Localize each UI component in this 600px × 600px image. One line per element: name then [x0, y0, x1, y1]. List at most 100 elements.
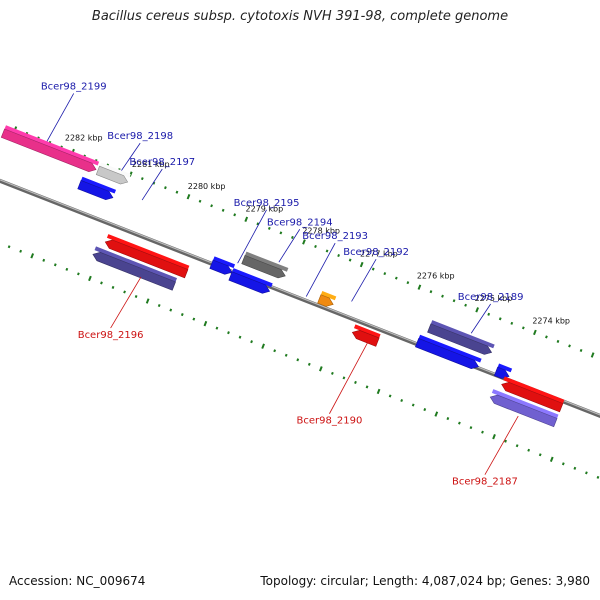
gene-label: Bcer98_2196 [78, 330, 144, 341]
gene-label: Bcer98_2187 [452, 477, 518, 488]
lower-ruler-tick [423, 408, 427, 412]
upper-ruler-tick [590, 352, 595, 358]
upper-ruler-tick [152, 181, 156, 185]
lower-ruler-tick [319, 366, 323, 372]
upper-ruler-tick [337, 253, 340, 258]
scale-label: 2280 kbp [188, 182, 226, 191]
upper-ruler-tick [533, 329, 537, 336]
scale-label: 2275 kbp [475, 294, 513, 303]
gene-top-face [99, 162, 131, 178]
accession-text: Accession: NC_009674 [9, 574, 146, 588]
leader-line [351, 258, 377, 302]
upper-ruler-tick [291, 235, 294, 239]
upper-ruler-tick [429, 290, 433, 294]
gene-arrow [317, 294, 334, 307]
lower-ruler-tick [504, 439, 507, 443]
lower-ruler-tick [481, 430, 484, 434]
gene-top-face [353, 324, 381, 338]
lower-ruler-tick [515, 444, 519, 448]
gene-top-face [213, 256, 236, 269]
lower-ruler-tick [342, 376, 346, 380]
backbone-line [0, 178, 600, 419]
lower-ruler-tick [561, 462, 565, 466]
upper-ruler-tick [210, 204, 213, 208]
upper-ruler-tick [198, 199, 202, 203]
gene-top-face [245, 251, 289, 272]
gene-top-face [320, 291, 337, 301]
scale-label: 2277 kbp [360, 249, 398, 258]
lower-ruler-tick [134, 294, 138, 299]
upper-ruler-tick [233, 213, 237, 217]
gene-top-face [418, 334, 482, 363]
leader-line [278, 229, 301, 263]
gene-arrow [501, 382, 564, 413]
upper-ruler-tick [244, 216, 249, 223]
lower-ruler-tick [53, 263, 57, 267]
gene-arrow [95, 165, 129, 185]
lower-ruler-tick [227, 331, 230, 335]
leader-line [329, 341, 369, 414]
upper-ruler-tick [302, 239, 306, 245]
lower-ruler-tick [376, 388, 381, 395]
lower-ruler-tick [296, 358, 300, 362]
upper-ruler-tick [371, 267, 375, 271]
lower-ruler-tick [331, 371, 334, 375]
upper-ruler-tick [487, 312, 491, 316]
gene-top-face [503, 376, 565, 404]
gene-label: Bcer98_2194 [267, 217, 333, 228]
lower-ruler-tick [215, 326, 219, 330]
upper-ruler-tick [175, 190, 179, 194]
lower-ruler-tick [549, 456, 554, 462]
upper-ruler-tick [221, 208, 225, 212]
gene-arrow [104, 239, 189, 279]
lower-ruler-tick [573, 466, 577, 470]
upper-ruler-tick [267, 226, 271, 230]
gene-label: Bcer98_2189 [458, 292, 524, 303]
map-title: Bacillus cereus subsp. cytotoxis NVH 391… [91, 9, 509, 24]
upper-ruler-tick [383, 272, 387, 276]
upper-ruler-tick [441, 294, 444, 298]
lower-ruler-tick [88, 275, 92, 282]
scale-label: 2274 kbp [532, 317, 570, 326]
upper-ruler-tick [568, 344, 571, 348]
gene-arrow [92, 252, 176, 291]
lower-ruler-tick [400, 398, 404, 403]
lower-ruler-tick [250, 340, 253, 344]
leader-line [305, 242, 336, 297]
lower-ruler-tick [123, 290, 126, 294]
lower-ruler-tick [30, 253, 35, 259]
upper-ruler-tick [510, 321, 514, 325]
upper-ruler-tick [256, 222, 260, 226]
gene-arrow [415, 338, 479, 370]
upper-ruler-tick [545, 335, 548, 339]
gene-top-face [94, 246, 178, 282]
upper-ruler-tick [406, 281, 410, 285]
upper-ruler-tick [417, 284, 422, 290]
lower-ruler-tick [585, 471, 588, 475]
lower-ruler-tick [354, 380, 357, 384]
lower-ruler-tick [42, 258, 46, 262]
gene-arrow [209, 259, 233, 275]
gene-top-face [491, 389, 559, 419]
upper-ruler-tick [579, 348, 583, 353]
upper-ruler-tick [498, 317, 502, 321]
scale-label: 2282 kbp [65, 134, 103, 143]
leader-line [141, 168, 163, 201]
leader-line [110, 276, 142, 329]
leader-line [237, 209, 267, 264]
lower-ruler-tick [446, 417, 450, 421]
leader-line [470, 303, 491, 334]
gene-label: Bcer98_2190 [297, 416, 363, 427]
scale-label: 2276 kbp [417, 272, 455, 281]
upper-ruler-tick [279, 231, 283, 235]
gene-arrow [241, 254, 286, 279]
genome-stats-text: Topology: circular; Length: 4,087,024 bp… [260, 574, 590, 588]
lower-ruler-tick [527, 448, 531, 452]
gene-arrow [351, 329, 380, 347]
scale-label: 2278 kbp [302, 227, 340, 236]
lower-ruler-tick [284, 353, 288, 357]
lower-ruler-tick [538, 453, 542, 457]
gene-label: Bcer98_2199 [41, 81, 107, 92]
